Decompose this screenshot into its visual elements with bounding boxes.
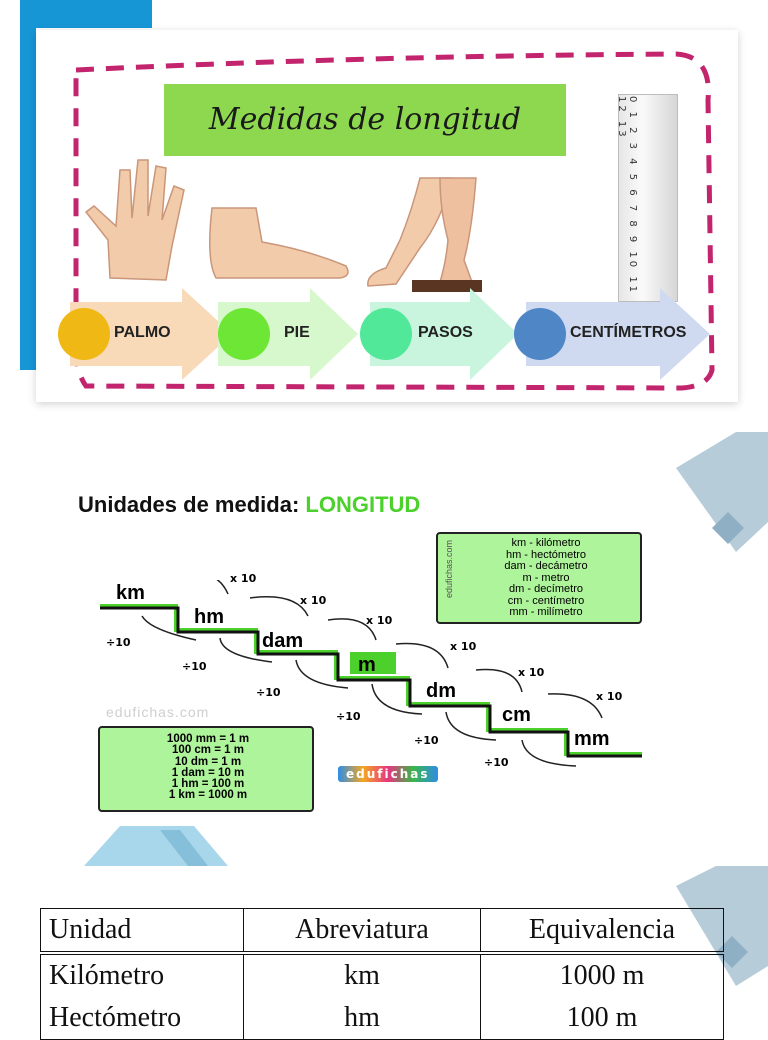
divide-label: ÷10 [182,660,207,673]
card-title: Medidas de longitud [208,102,522,137]
table-header-row: Unidad Abreviatura Equivalencia [40,908,724,954]
equivalences-box: 1000 mm = 1 m 100 cm = 1 m 10 dm = 1 m 1… [98,726,314,812]
divide-label: ÷10 [106,636,131,649]
edufichas-logo: edufichas [338,766,438,782]
circle-centimetros [514,308,566,360]
title-banner [164,84,566,156]
table-cell: 1000 m [480,952,724,997]
equivalence-line: 100 cm = 1 m [172,744,244,757]
stairs-title: Unidades de medida: LONGITUD [78,492,420,518]
multiply-label: x 10 [300,594,327,607]
unit-m: m [358,654,376,676]
unit-dm: dm [426,680,456,702]
step-label-pasos: PASOS [418,324,473,341]
table-cell: km [243,952,481,997]
multiply-label: x 10 [450,640,477,653]
arrow-palmo [70,288,232,380]
divide-label: ÷10 [336,710,361,723]
table-row: Hectómetro hm 100 m [40,997,724,1040]
divide-label: ÷10 [414,734,439,747]
multiply-label: x 10 [230,572,257,585]
legend-line: mm - milímetro [509,606,583,618]
legend-line: hm - hectómetro [505,548,587,561]
conversion-arrows [141,580,603,767]
table-cell: hm [243,997,481,1040]
unit-cm: cm [502,704,531,726]
dashed-frame [73,51,715,391]
unit-hm: hm [194,606,224,628]
metro-highlight [350,652,396,674]
step-label-palmo: PALMO [114,324,171,341]
units-legend: km - kilómetro hm - hectómetro dam - dec… [436,532,642,624]
column-header: Unidad [40,908,244,954]
ruler-image [618,94,678,302]
equivalence-line: 10 dm = 1 m [174,755,242,768]
step-label-centimetros: CENTÍMETROS [570,324,687,341]
foot-icon [209,207,349,279]
divide-label: ÷10 [484,756,509,769]
equivalence-line: 1000 mm = 1 m [166,733,250,745]
decor-diamond-right-1 [676,432,768,552]
stairs-title-prefix: Unidades de medida: [78,492,300,517]
arrow-centimetros [526,288,710,380]
edufichas-watermark: edufichas.com [106,704,210,720]
equivalence-line: 1 dam = 10 m [171,766,245,779]
legend-line: cm - centímetro [507,594,585,607]
legend-line: m - metro [522,571,570,584]
table-row: Kilómetro km 1000 m [40,952,724,997]
body-illustrations [84,159,349,281]
circle-pasos [360,308,412,360]
legend-line: dm - decímetro [509,583,583,595]
decor-diamond-left [84,826,228,866]
units-staircase [100,580,642,767]
multiply-label: x 10 [366,614,393,627]
circle-palmo [58,308,110,360]
column-header: Abreviatura [243,908,481,954]
unit-km: km [116,582,145,604]
table-cell: Kilómetro [40,952,244,997]
step-block [412,280,482,292]
table-cell: Hectómetro [40,997,244,1040]
decor-blue-side [20,0,36,370]
legs-icon [367,177,482,292]
arrow-pasos [370,288,518,380]
table-cell: 100 m [480,997,724,1040]
multiply-label: x 10 [518,666,545,679]
equivalence-line: 1 hm = 100 m [171,778,245,791]
multiply-label: x 10 [596,690,623,703]
legend-line: km - kilómetro [511,537,581,549]
hand-icon [84,159,185,281]
ruler-numbers: 0 1 2 3 4 5 6 7 8 9 10 11 12 13 [616,96,638,296]
units-table: Unidad Abreviatura Equivalencia Kilómetr… [40,908,724,1040]
unit-dam: dam [262,630,304,652]
stairs-title-highlight: LONGITUD [305,492,421,517]
circle-pie [218,308,270,360]
decor-blue-bar [20,0,152,28]
step-label-pie: PIE [284,324,310,341]
unit-mm: mm [574,728,610,750]
divide-label: ÷10 [256,686,281,699]
column-header: Equivalencia [480,908,724,954]
equivalence-line: 1 km = 1000 m [168,789,248,802]
steps-arrows [70,288,710,380]
legend-line: dam - decámetro [504,560,588,572]
